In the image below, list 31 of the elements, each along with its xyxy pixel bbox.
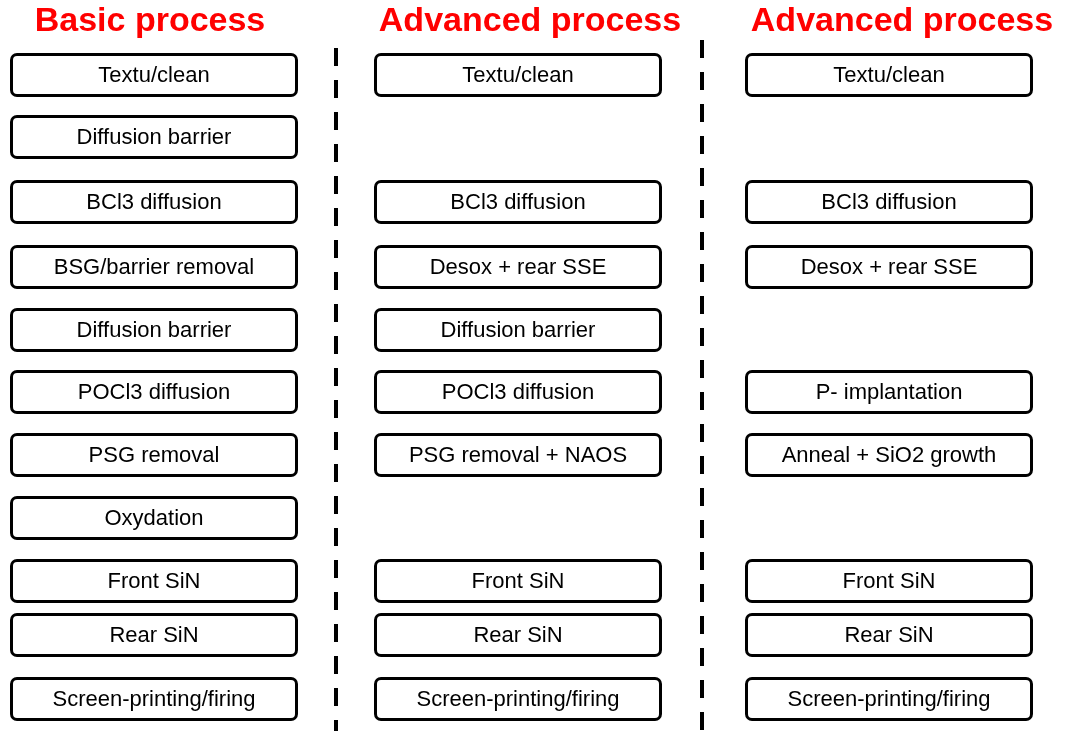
column-heading: Advanced process — [378, 0, 682, 39]
process-step-box: BCl3 diffusion — [745, 180, 1033, 224]
process-step-box: BCl3 diffusion — [374, 180, 662, 224]
process-step-box: Desox + rear SSE — [745, 245, 1033, 289]
process-step-box: Rear SiN — [10, 613, 298, 657]
process-step-box: Textu/clean — [745, 53, 1033, 97]
process-step-box: Diffusion barrier — [10, 115, 298, 159]
process-step-box: Rear SiN — [374, 613, 662, 657]
process-step-box: POCl3 diffusion — [374, 370, 662, 414]
process-step-box: Textu/clean — [374, 53, 662, 97]
column-heading: Advanced process — [750, 0, 1054, 39]
process-step-box: BSG/barrier removal — [10, 245, 298, 289]
column-heading: Basic process — [34, 0, 266, 39]
process-step-box: BCl3 diffusion — [10, 180, 298, 224]
process-step-box: Diffusion barrier — [374, 308, 662, 352]
process-step-box: POCl3 diffusion — [10, 370, 298, 414]
process-step-box: PSG removal + NAOS — [374, 433, 662, 477]
process-step-box: Textu/clean — [10, 53, 298, 97]
process-step-box: Anneal + SiO2 growth — [745, 433, 1033, 477]
process-step-box: Front SiN — [745, 559, 1033, 603]
process-step-box: Oxydation — [10, 496, 298, 540]
process-step-box: PSG removal — [10, 433, 298, 477]
process-step-box: Rear SiN — [745, 613, 1033, 657]
process-step-box: Front SiN — [374, 559, 662, 603]
process-step-box: Screen-printing/firing — [10, 677, 298, 721]
process-step-box: Desox + rear SSE — [374, 245, 662, 289]
process-step-box: Front SiN — [10, 559, 298, 603]
process-step-box: Screen-printing/firing — [745, 677, 1033, 721]
process-step-box: Screen-printing/firing — [374, 677, 662, 721]
process-step-box: Diffusion barrier — [10, 308, 298, 352]
process-step-box: P- implantation — [745, 370, 1033, 414]
